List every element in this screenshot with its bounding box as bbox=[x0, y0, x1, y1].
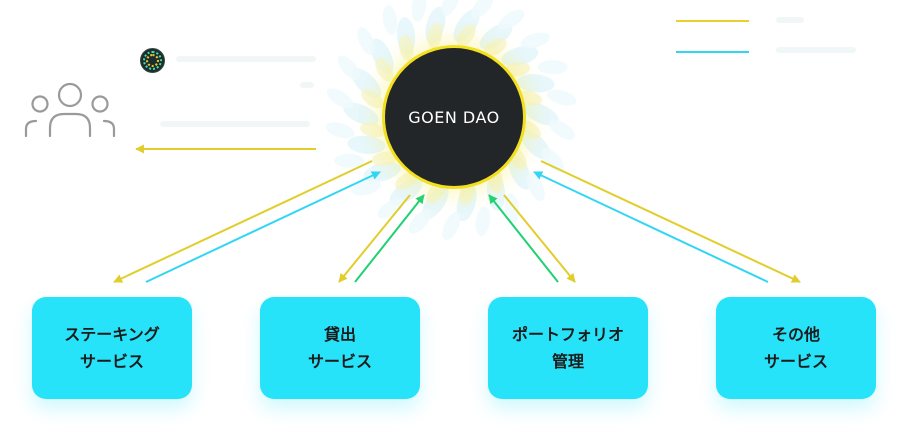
faint-caption-bottom bbox=[160, 121, 310, 127]
service-node-other: その他 サービス bbox=[716, 297, 876, 399]
halo-petal bbox=[441, 0, 460, 16]
halo-petal bbox=[475, 206, 491, 237]
halo-petal bbox=[337, 55, 361, 81]
halo-petal bbox=[325, 122, 355, 139]
halo-petal bbox=[352, 179, 382, 196]
arrow-hub-to-lending bbox=[338, 194, 411, 283]
token-icon bbox=[140, 48, 165, 73]
hub-petal-halo bbox=[325, 0, 577, 240]
service-node-line1: ステーキング bbox=[64, 325, 160, 344]
halo-petal bbox=[456, 24, 476, 47]
halo-petal bbox=[343, 102, 379, 126]
legend-label-yellow-bar bbox=[776, 17, 804, 23]
halo-petal bbox=[357, 26, 375, 55]
legend-line-cyan bbox=[676, 51, 749, 53]
service-node-staking: ステーキング サービス bbox=[32, 297, 192, 399]
service-node-line1: 貸出 bbox=[323, 325, 356, 344]
halo-petal bbox=[326, 88, 354, 109]
halo-petal bbox=[347, 135, 386, 154]
service-node-portfolio: ポートフォリオ 管理 bbox=[488, 297, 648, 399]
halo-petal bbox=[520, 32, 550, 49]
legend-line-yellow bbox=[676, 20, 749, 22]
arrow-hub-to-staking bbox=[113, 160, 373, 283]
halo-petal bbox=[359, 122, 386, 138]
halo-petal bbox=[361, 89, 384, 109]
service-node-line2: 管理 bbox=[551, 352, 584, 371]
arrow-hub-to-other bbox=[540, 160, 801, 283]
arrow-portfolio-to-hub bbox=[488, 194, 559, 283]
halo-petal bbox=[527, 173, 545, 202]
hub-label: GOEN DAO bbox=[408, 107, 500, 127]
service-node-line2: サービス bbox=[763, 352, 828, 371]
halo-petal bbox=[483, 38, 507, 57]
goen-dao-hub: GOEN DAO bbox=[382, 45, 526, 189]
halo-petal bbox=[501, 46, 539, 67]
halo-petal bbox=[523, 102, 559, 126]
halo-petal bbox=[548, 119, 576, 140]
halo-petal bbox=[399, 34, 414, 61]
halo-petal bbox=[334, 153, 365, 168]
halo-petal bbox=[382, 5, 398, 35]
halo-petal bbox=[427, 22, 443, 49]
halo-petal bbox=[371, 151, 398, 166]
halo-petal bbox=[537, 60, 568, 75]
halo-petal bbox=[408, 209, 431, 234]
arrow-staking-to-hub bbox=[145, 171, 381, 283]
service-node-line2: サービス bbox=[307, 352, 372, 371]
faint-caption-top bbox=[176, 56, 316, 62]
halo-petal bbox=[547, 89, 577, 106]
arrow-other-to-hub bbox=[533, 171, 769, 283]
service-node-lending: 貸出 サービス bbox=[260, 297, 420, 399]
halo-petal bbox=[375, 58, 394, 82]
halo-petal bbox=[498, 9, 525, 30]
halo-petal bbox=[411, 0, 427, 22]
halo-petal bbox=[471, 0, 494, 19]
legend-label-cyan-bar bbox=[776, 47, 856, 53]
halo-petal bbox=[442, 212, 461, 240]
halo-petal bbox=[516, 74, 555, 93]
service-node-line1: ポートフォリオ bbox=[511, 325, 624, 344]
users-icon bbox=[24, 82, 116, 138]
arrow-lending-to-hub bbox=[354, 194, 425, 283]
faint-caption-mid bbox=[300, 82, 314, 88]
service-node-line1: その他 bbox=[771, 325, 820, 344]
halo-petal bbox=[541, 147, 565, 173]
arrow-hub-to-portfolio bbox=[503, 194, 576, 283]
service-node-line2: サービス bbox=[79, 352, 144, 371]
halo-petal bbox=[377, 198, 404, 219]
